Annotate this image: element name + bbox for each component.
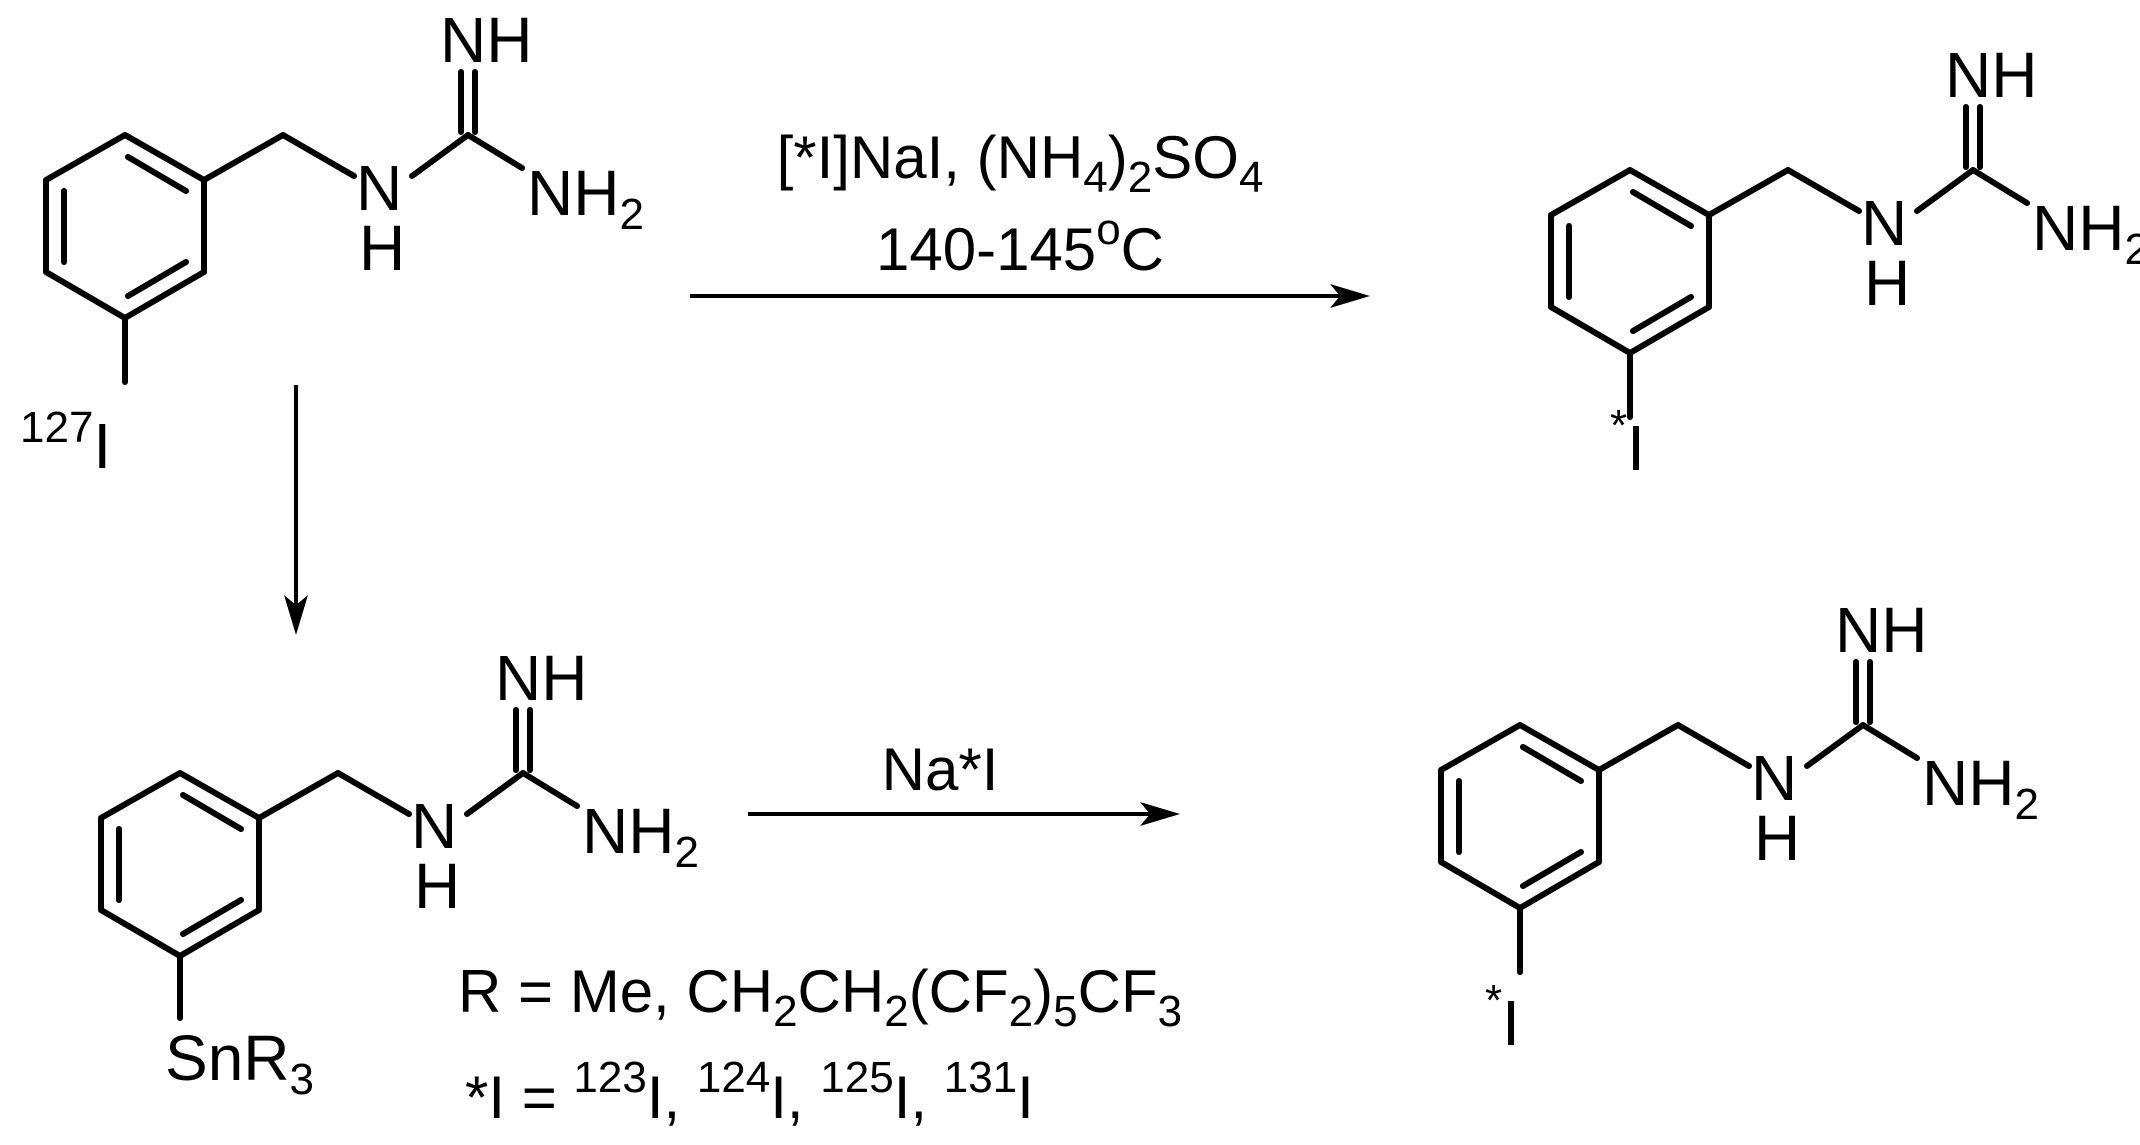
amine-h-label: H [1754,802,1800,874]
benzyl-guanidine-chain [1706,104,2030,218]
benzyl-guanidine-chain [201,69,525,183]
radioiodine-label: *I [1485,976,1520,1059]
imine-nh-label: NH [1945,39,2037,111]
molecule-stannylbenzylguanidine: NH N H NH2 SnR3 [98,642,699,1104]
benzene-ring [43,132,207,321]
molecule-radioiodobenzylguanidine-bottom: NH N H NH2 *I [1438,594,2039,1059]
destannylation-reagent-label: Na*I [882,736,999,803]
iodine-127-label: 127I [20,403,111,482]
imine-nh-label: NH [440,4,532,76]
reaction-arrow-stannylation [284,385,308,635]
benzene-ring [98,770,262,959]
amine-n-label: N [411,790,457,862]
reaction-arrow-exchange [690,284,1370,308]
benzene-ring [1548,167,1712,356]
radioiodine-label: *I [1610,401,1645,484]
molecule-iodobenzylguanidine-127: NH N H NH2 127I [20,4,644,482]
imine-nh-label: NH [495,642,587,714]
amine-h-label: H [359,212,405,284]
amino-nh2-label: NH2 [527,157,644,239]
amino-nh2-label: NH2 [582,795,699,877]
amine-h-label: H [414,850,460,922]
r-group-definition: R = Me, CH2CH2(CF2)5CF3 [458,958,1182,1036]
amino-nh2-label: NH2 [2032,192,2140,274]
reaction-arrow-iododestannylation [748,802,1180,826]
iodine-isotopes-definition: *I = 123I, 124I, 125I, 131I [465,1053,1034,1131]
amine-n-label: N [1861,187,1907,259]
amine-n-label: N [1751,742,1797,814]
imine-nh-label: NH [1835,594,1927,666]
benzyl-guanidine-chain [1596,659,1920,773]
exchange-reagents-label: [*I]NaI, (NH4)2SO4 [777,124,1264,202]
molecule-radioiodobenzylguanidine-top: NH N H NH2 *I [1548,39,2140,484]
amine-h-label: H [1864,247,1910,319]
amine-n-label: N [356,152,402,224]
exchange-temperature-label: 140-145oC [876,205,1164,283]
benzene-ring [1438,722,1602,911]
amino-nh2-label: NH2 [1922,747,2039,829]
benzyl-guanidine-chain [256,707,580,821]
trialkylstannyl-label: SnR3 [165,1022,314,1104]
